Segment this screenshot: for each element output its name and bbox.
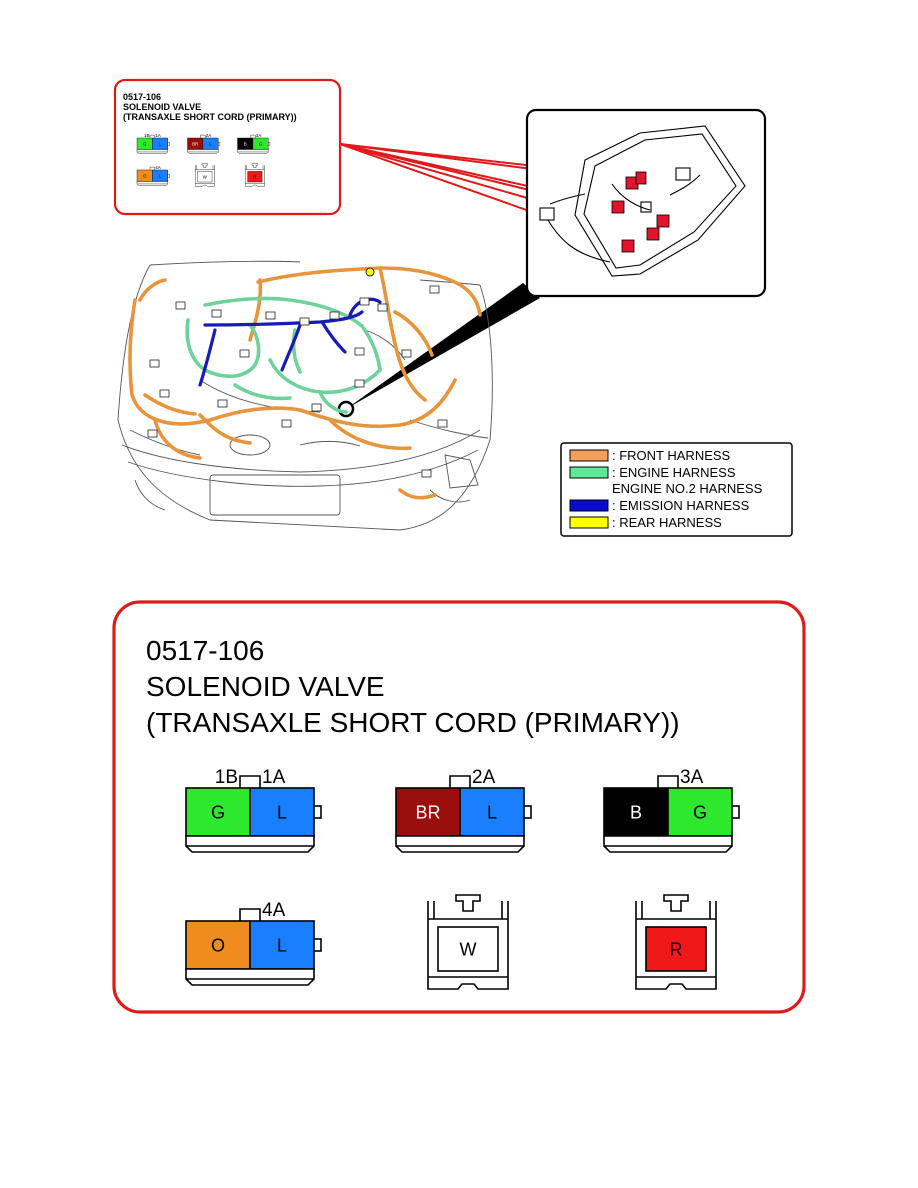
large-c1-terminal-1: 1A — [262, 767, 286, 788]
large-callout-name-line2: (TRANSAXLE SHORT CORD (PRIMARY)) — [146, 707, 680, 738]
large-connector-c4: O L 4A — [185, 900, 322, 986]
vehicle-outline — [117, 260, 493, 531]
large-connector-c3: B G 3A — [603, 767, 740, 853]
small-c6-cavity-0 — [247, 171, 263, 183]
legend-label-1-1: ENGINE NO.2 HARNESS — [612, 481, 763, 496]
large-c2-cavity-0 — [395, 787, 461, 837]
small-c2-wire-label-0: BR — [192, 141, 198, 146]
small-c1-terminal-1: 1A — [155, 133, 162, 138]
legend-border — [560, 442, 793, 537]
engine-harness — [185, 296, 382, 414]
legend-swatch-0 — [569, 449, 609, 462]
large-connector-c1: G L 1B 1A — [185, 767, 322, 853]
large-c1-wire-label-1: L — [277, 803, 287, 823]
inset-pointer — [346, 283, 540, 409]
small-connector-group: G L 1B 1A BR L 2A B G 3A O L 4A W R — [136, 133, 271, 187]
legend-label-3-0: : REAR HARNESS — [612, 515, 722, 530]
legend-swatch-2 — [569, 499, 609, 512]
large-c3-cavity-1 — [667, 787, 733, 837]
large-connector-c5: W — [427, 894, 509, 990]
legend-item-0: : FRONT HARNESS — [569, 448, 731, 463]
small-connector-c1: G L 1B 1A — [136, 133, 170, 154]
small-callout: 0517-106 SOLENOID VALVE (TRANSAXLE SHORT… — [113, 78, 342, 216]
small-c2-wire-label-1: L — [209, 141, 212, 146]
large-c1-cavity-0 — [185, 787, 251, 837]
location-marker — [337, 400, 355, 418]
emission-harness — [198, 297, 382, 387]
small-c4-terminal-0: 4A — [155, 165, 162, 170]
legend-label-0-0: : FRONT HARNESS — [612, 448, 731, 463]
large-c2-cavity-1 — [459, 787, 525, 837]
small-callout-name-line2: (TRANSAXLE SHORT CORD (PRIMARY)) — [123, 112, 297, 122]
harness-connectors — [147, 285, 448, 478]
small-c4-wire-label-1: L — [159, 173, 162, 178]
small-connector-c5: W — [195, 163, 215, 187]
small-connector-c6: R — [245, 163, 265, 187]
large-c4-terminal-0: 4A — [262, 900, 286, 921]
legend-swatch-3 — [569, 516, 609, 529]
large-c1-terminal-0: 1B — [215, 767, 238, 788]
large-c2-terminal-0: 2A — [472, 767, 496, 788]
large-c1-wire-label-0: G — [211, 803, 225, 823]
large-callout-code: 0517-106 — [146, 635, 264, 666]
front-harness — [128, 266, 482, 500]
legend-label-1-0: : ENGINE HARNESS — [612, 465, 736, 480]
small-callout-name-line1: SOLENOID VALVE — [123, 102, 201, 112]
large-connector-group: G L 1B 1A BR L 2A B G 3A O L 4A W R — [185, 767, 740, 990]
small-c3-terminal-0: 3A — [256, 133, 263, 138]
small-c3-wire-label-1: G — [259, 141, 263, 146]
small-c6-wire-label-0: R — [253, 174, 256, 179]
large-c5-wire-label-0: W — [460, 940, 477, 960]
legend-label-2-0: : EMISSION HARNESS — [612, 498, 750, 513]
solenoid-connectors — [611, 171, 670, 253]
small-connector-c3: B G 3A — [237, 133, 271, 154]
large-c3-wire-label-1: G — [693, 803, 707, 823]
small-c2-terminal-0: 2A — [206, 133, 213, 138]
large-connector-c2: BR L 2A — [395, 767, 532, 853]
small-c5-wire-label-0: W — [203, 174, 208, 179]
large-c2-wire-label-0: BR — [415, 803, 440, 823]
large-c2-wire-label-1: L — [487, 803, 497, 823]
legend-swatch-1 — [569, 466, 609, 479]
small-c1-terminal-0: 1B — [144, 133, 150, 138]
large-c4-cavity-0 — [185, 920, 251, 970]
large-c1-cavity-1 — [249, 787, 315, 837]
large-c4-cavity-1 — [249, 920, 315, 970]
transaxle-outline — [539, 125, 746, 277]
large-c3-cavity-0 — [603, 787, 669, 837]
large-c6-wire-label-0: R — [670, 940, 683, 960]
legend-item-3: : REAR HARNESS — [569, 515, 722, 530]
small-c3-wire-label-0: B — [244, 141, 247, 146]
large-c4-wire-label-0: O — [211, 936, 225, 956]
small-callout-border — [113, 78, 342, 216]
small-c5-cavity-0 — [197, 171, 213, 183]
large-callout: 0517-106 SOLENOID VALVE (TRANSAXLE SHORT… — [112, 600, 806, 1014]
inset-frame — [525, 108, 767, 298]
large-connector-c6: R — [635, 894, 717, 990]
large-c3-wire-label-0: B — [630, 803, 642, 823]
transaxle-inset — [337, 108, 767, 418]
small-c4-wire-label-0: O — [143, 173, 147, 178]
small-callout-code: 0517-106 — [123, 92, 161, 102]
small-connector-c4: O L 4A — [136, 165, 170, 186]
large-c6-cavity-0 — [645, 926, 707, 972]
small-connector-c2: BR L 2A — [187, 133, 221, 154]
large-c4-wire-label-1: L — [277, 936, 287, 956]
large-c5-cavity-0 — [437, 926, 499, 972]
legend-item-2: : EMISSION HARNESS — [569, 498, 750, 513]
small-c1-wire-label-0: G — [143, 141, 147, 146]
large-c3-terminal-0: 3A — [680, 767, 704, 788]
small-c1-wire-label-1: L — [159, 141, 162, 146]
yellow-connector — [365, 267, 375, 277]
large-callout-name-line1: SOLENOID VALVE — [146, 671, 385, 702]
